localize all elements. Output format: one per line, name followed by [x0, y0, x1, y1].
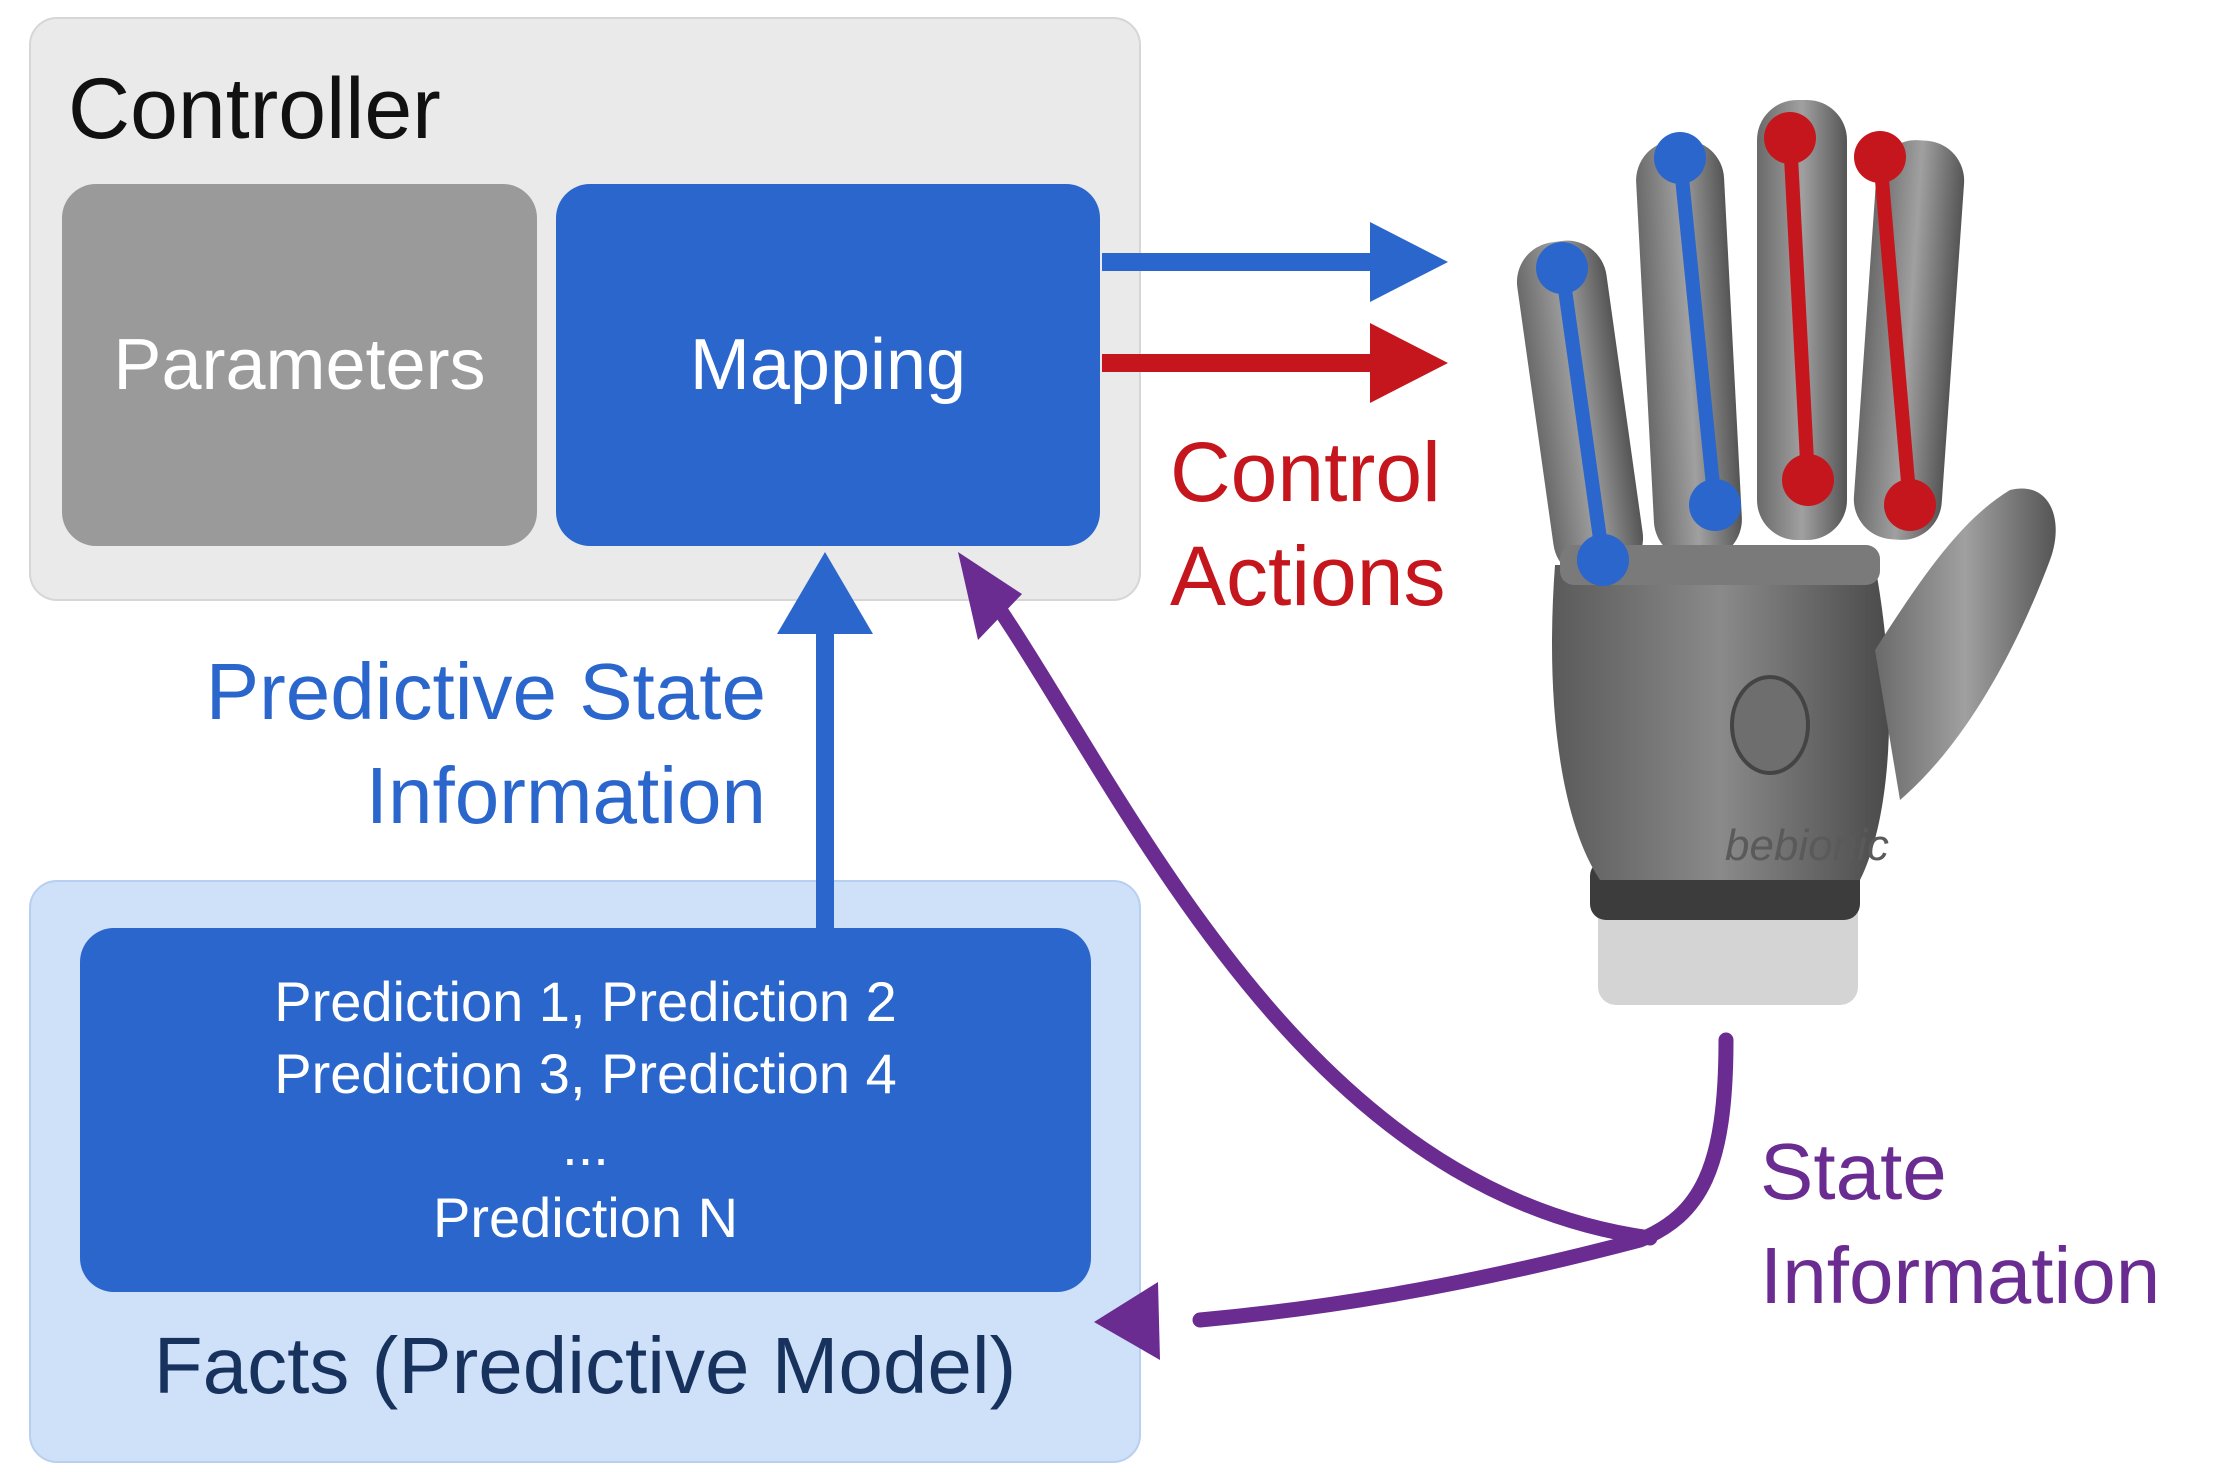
blue-control-arrow — [1102, 222, 1448, 302]
predictive-state-line: Predictive State — [205, 647, 766, 736]
predictions-box: Prediction 1, Prediction 2 Prediction 3,… — [80, 928, 1091, 1292]
hand-logo-text: bebionic — [1725, 821, 1889, 870]
prediction-line: ... — [562, 1114, 609, 1177]
prediction-line: Prediction N — [432, 1186, 739, 1249]
controller-title: Controller — [68, 61, 441, 157]
state-information-line: State — [1760, 1127, 1947, 1216]
state-information-arrow — [984, 590, 1734, 1328]
red-control-arrow — [1102, 323, 1448, 403]
state-information-line: Information — [1760, 1231, 2161, 1320]
control-actions-label: Control Actions — [1170, 420, 1445, 628]
state-information-label: State Information — [1760, 1120, 2160, 1328]
predictive-state-line: Information — [365, 751, 766, 840]
prediction-line: Prediction 1, Prediction 2 — [274, 970, 897, 1033]
predictive-state-arrow — [777, 552, 873, 930]
prosthetic-hand-image: bebionic — [1516, 100, 2056, 1005]
control-actions-line: Actions — [1170, 529, 1446, 623]
facts-title: Facts (Predictive Model) — [153, 1321, 1017, 1410]
prediction-line: Prediction 3, Prediction 4 — [274, 1042, 897, 1105]
control-actions-line: Control — [1170, 425, 1441, 519]
mapping-box: Mapping — [556, 184, 1100, 546]
predictive-state-label: Predictive State Information — [206, 640, 766, 848]
parameters-box: Parameters — [62, 184, 537, 546]
state-arrowhead-left — [1094, 1282, 1160, 1360]
state-arrowhead-up — [958, 552, 1022, 640]
